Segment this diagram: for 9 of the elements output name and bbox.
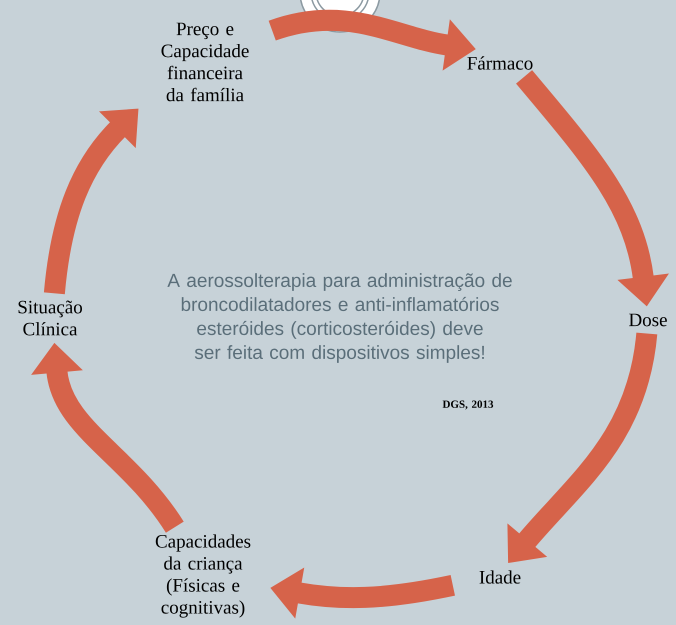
center-text: A aerossolterapia para administração de broncodilatadores e anti-inflamatórios esteróides (corticosteróides) deve ser feita com dispositivos simples! (167, 273, 512, 363)
node-text: Fármaco (467, 56, 533, 70)
node-text: Situação Clínica (18, 300, 82, 336)
node-text: Idade (480, 570, 520, 584)
node-text: Preço e Capacidade financeira da família (161, 22, 249, 102)
curved-arrow (44, 108, 138, 294)
citation-text: DGS, 2013 (442, 400, 494, 410)
node-text: Capacidades da criança (Físicas e cognitivas) (156, 534, 250, 618)
node-text: Dose (629, 314, 667, 326)
